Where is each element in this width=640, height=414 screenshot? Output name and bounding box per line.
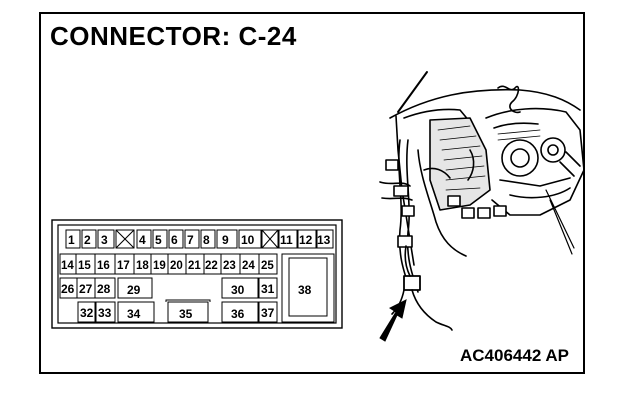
pin-label: 2 <box>84 233 91 247</box>
connector-face: 1 2 3 4 5 6 7 8 9 10 11 12 13 14 15 16 1… <box>51 219 343 329</box>
pin-label: 8 <box>203 233 210 247</box>
pin-label: 20 <box>170 260 183 272</box>
blank-cavity-x <box>261 229 279 249</box>
pin-label: 7 <box>187 233 194 247</box>
pin-label: 33 <box>98 306 112 320</box>
pin-label: 24 <box>242 260 255 272</box>
pin-label: 14 <box>61 260 74 272</box>
pin-label: 13 <box>317 233 331 247</box>
pin-label: 16 <box>97 260 110 272</box>
pin-label: 18 <box>136 260 149 272</box>
pin-label: 19 <box>153 260 166 272</box>
pin-label: 29 <box>127 283 141 297</box>
pin-label: 25 <box>261 260 274 272</box>
pin-label: 12 <box>299 233 313 247</box>
pin-label: 30 <box>231 283 245 297</box>
pin-label: 9 <box>222 233 229 247</box>
blank-cavity-x <box>115 229 135 249</box>
figure-code: AC406442 AP <box>460 346 569 365</box>
pin-label: 31 <box>261 282 275 296</box>
pin-label: 32 <box>80 306 94 320</box>
pin-label: 36 <box>231 307 245 321</box>
pin-label: 22 <box>205 260 218 272</box>
connector-pointer-arrow <box>379 299 407 342</box>
pin-label: 15 <box>78 260 91 272</box>
pin-label: 1 <box>68 233 75 247</box>
pin-label: 27 <box>79 282 93 296</box>
pin-label: 26 <box>61 282 75 296</box>
pin-label: 21 <box>188 260 201 272</box>
pin-label: 17 <box>117 260 130 272</box>
pin-label: 35 <box>179 307 193 321</box>
pin-label: 11 <box>280 233 293 247</box>
pin-label: 37 <box>261 306 275 320</box>
pin-label: 28 <box>97 282 111 296</box>
pin-label: 4 <box>139 233 146 247</box>
pin-label: 6 <box>171 233 178 247</box>
pin-label: 38 <box>298 283 312 297</box>
pin-label: 10 <box>241 233 255 247</box>
connector-title: CONNECTOR: C-24 <box>50 21 297 51</box>
pin-label: 3 <box>101 233 108 247</box>
pin-label: 5 <box>155 233 162 247</box>
pin-label: 23 <box>223 260 236 272</box>
harness-illustration <box>379 71 585 331</box>
pin-label: 34 <box>127 307 141 321</box>
